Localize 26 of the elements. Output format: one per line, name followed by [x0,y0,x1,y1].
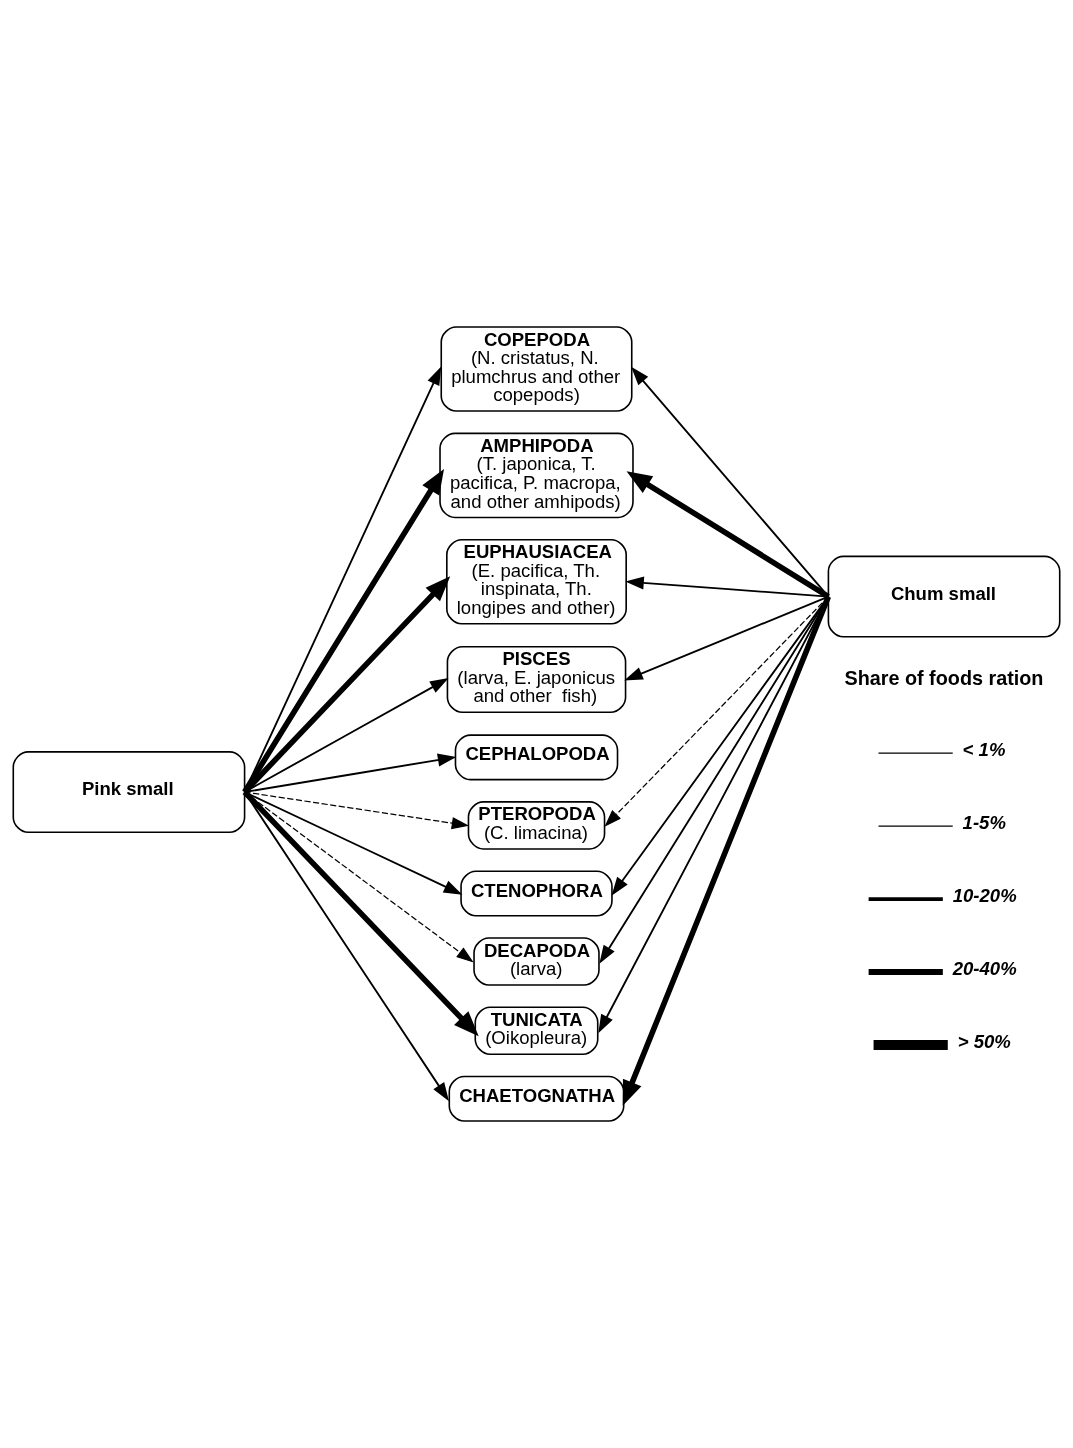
legend-label: 20-40% [952,958,1017,980]
node-box: DECAPODA (larva) [473,937,600,986]
node-box: Chum small [827,555,1061,638]
legend-label: < 1% [962,739,1006,761]
node-box: CEPHALOPODA [454,734,619,781]
arrow [622,595,831,1106]
label: Share of foods ration [844,667,1044,690]
legend-label: > 50% [957,1031,1011,1053]
node-box: COPEPODA (N. cristatus, N. plumchrus and other copepods) [440,326,633,412]
arrow [242,468,444,794]
arrow [631,366,830,598]
node-box: EUPHAUSIACEA (E. pacifica, Th. inspinata, Th. longipes and other) [446,538,627,625]
arrow [626,471,830,599]
node-box: Pink small [12,751,246,834]
node-box: AMPHIPODA (T. japonica, T. pacifica, P. macropa, and other amhipods) [439,432,634,519]
node-box: CHAETOGNATHA [448,1075,625,1122]
arrow [242,790,479,1037]
node-box: PTEROPODA (C. limacina) [467,801,606,850]
node-box: PISCES (larva, E. japonicus and other fish) [446,645,627,714]
arrow [242,576,451,794]
arrow [243,366,442,793]
legend-label: 1-5% [962,812,1006,834]
arrow [243,791,449,1102]
node-box: TUNICATA (Oikopleura) [474,1006,599,1056]
node-box: CTENOPHORA [460,870,613,917]
legend-label: 10-20% [952,885,1017,907]
